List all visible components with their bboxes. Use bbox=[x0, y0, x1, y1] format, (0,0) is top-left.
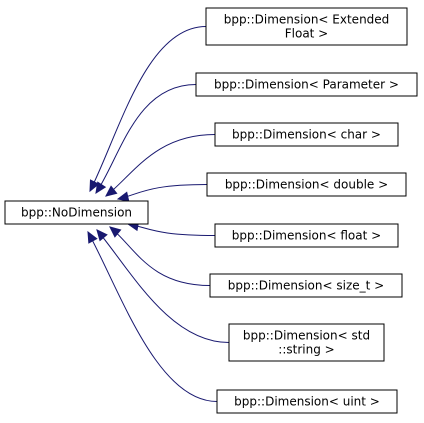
edge-line bbox=[109, 226, 211, 286]
class-node-box bbox=[205, 7, 408, 46]
class-node-label: bpp::Dimension< double > bbox=[225, 178, 388, 192]
edge-line bbox=[127, 223, 216, 236]
class-node-box bbox=[214, 223, 399, 248]
edge-line bbox=[105, 134, 216, 197]
nodes-layer: bpp::NoDimension bpp::Dimension< Extended… bbox=[4, 7, 418, 414]
class-node-label: bpp::Dimension< Extended bbox=[224, 13, 390, 27]
derived-class-node[interactable]: bpp::Dimension< Parameter > bbox=[195, 72, 418, 97]
class-node-label: bpp::Dimension< char > bbox=[232, 128, 381, 142]
inheritance-edge bbox=[89, 26, 207, 193]
class-node-label: bpp::Dimension< float > bbox=[232, 229, 381, 243]
class-node-label: bpp::Dimension< std bbox=[243, 329, 370, 343]
class-node-box bbox=[209, 273, 403, 298]
inheritance-edge bbox=[116, 184, 208, 202]
arrowhead-icon bbox=[96, 229, 108, 242]
inheritance-edge bbox=[96, 229, 230, 343]
class-node-label: bpp::Dimension< uint > bbox=[234, 395, 380, 409]
class-node-box bbox=[228, 323, 385, 362]
arrowhead-icon bbox=[105, 185, 118, 197]
edge-line bbox=[89, 26, 207, 192]
class-node-label: bpp::Dimension< size_t > bbox=[228, 279, 384, 293]
arrowhead-icon bbox=[95, 181, 107, 195]
base-class-node[interactable]: bpp::NoDimension bbox=[4, 200, 149, 225]
derived-class-node[interactable]: bpp::Dimension< uint > bbox=[216, 389, 398, 414]
arrowhead-icon bbox=[116, 191, 130, 202]
edge-line bbox=[96, 229, 230, 343]
class-node-box bbox=[214, 122, 399, 147]
inheritance-edge bbox=[87, 230, 218, 402]
class-node-label: Float > bbox=[285, 27, 329, 41]
inheritance-edge bbox=[105, 134, 216, 197]
edge-line bbox=[95, 84, 197, 194]
inheritance-edge bbox=[95, 84, 197, 195]
derived-class-node[interactable]: bpp::Dimension< float > bbox=[214, 223, 399, 248]
derived-class-node[interactable]: bpp::Dimension< std::string > bbox=[228, 323, 385, 362]
derived-class-node[interactable]: bpp::Dimension< char > bbox=[214, 122, 399, 147]
class-node-box bbox=[195, 72, 418, 97]
arrowhead-icon bbox=[109, 226, 122, 238]
arrowhead-icon bbox=[89, 179, 100, 193]
class-node-label: bpp::Dimension< Parameter > bbox=[214, 78, 399, 92]
arrowhead-icon bbox=[87, 230, 98, 244]
inheritance-edge bbox=[109, 226, 211, 286]
class-node-box bbox=[206, 172, 407, 197]
derived-class-node[interactable]: bpp::Dimension< double > bbox=[206, 172, 407, 197]
class-node-label: bpp::NoDimension bbox=[21, 206, 132, 220]
class-node-box bbox=[4, 200, 149, 225]
class-node-label: ::string > bbox=[278, 343, 334, 357]
class-node-box bbox=[216, 389, 398, 414]
edge-line bbox=[87, 231, 218, 402]
edge-line bbox=[117, 184, 208, 200]
derived-class-node[interactable]: bpp::Dimension< size_t > bbox=[209, 273, 403, 298]
